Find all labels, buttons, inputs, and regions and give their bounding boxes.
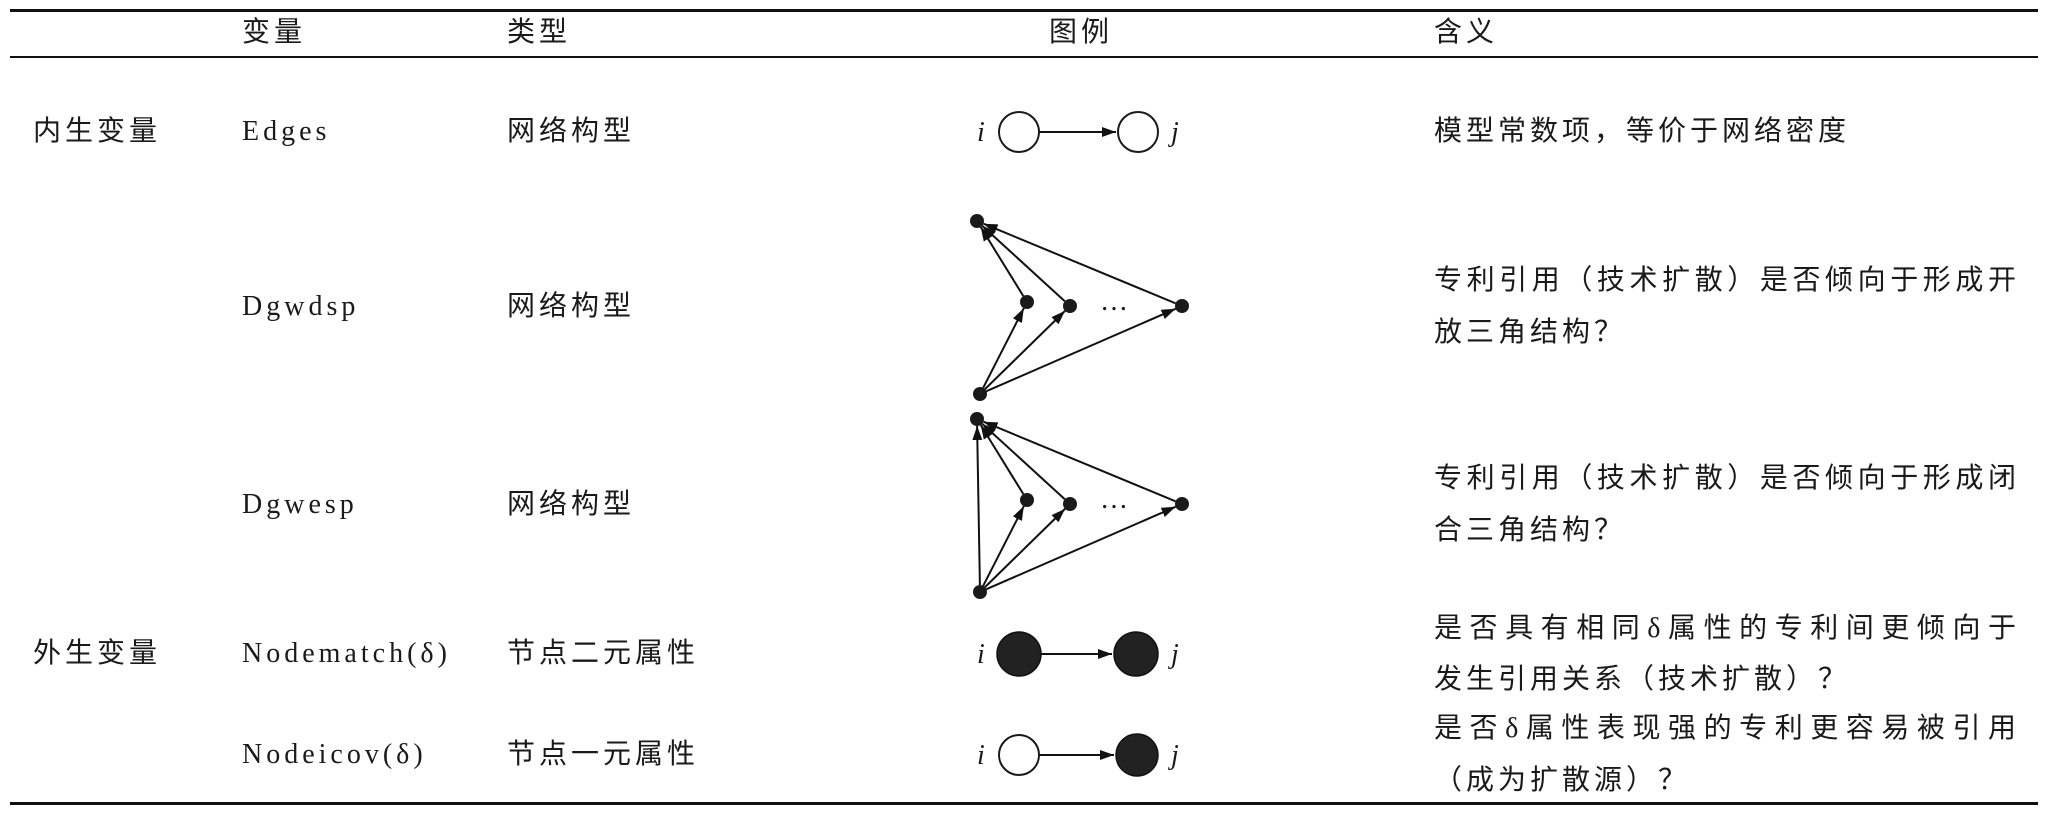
node-i-label: i <box>977 117 985 148</box>
edge-bottom-to-mid-1 <box>982 307 1025 389</box>
edge-mid-2-to-top <box>981 224 1066 303</box>
variable-meaning-line: 专利引用（技术扩散）是否倾向于形成开 <box>1434 265 2018 296</box>
node-i-filled <box>996 631 1042 677</box>
edge-bottom-to-right <box>986 505 1176 591</box>
variable-type: 节点一元属性 <box>507 739 700 770</box>
variable-meaning-line: 专利引用（技术扩散）是否倾向于形成闭 <box>1434 463 2018 494</box>
variable-type: 网络构型 <box>507 116 636 147</box>
node-top <box>970 214 984 228</box>
header-legend: 图例 <box>1049 17 1114 48</box>
header-meaning: 含义 <box>1434 17 1499 48</box>
node-i-label: i <box>977 639 985 670</box>
variable-name: Nodeicov(δ) <box>242 739 427 770</box>
node-right <box>1175 497 1189 511</box>
edge-mid-2-to-top <box>981 422 1066 501</box>
legend-diagram-edges: i j <box>977 111 1179 153</box>
variable-meaning-line: 放三角结构？ <box>1434 317 1627 348</box>
node-j-label: j <box>1168 639 1179 670</box>
edge-right-to-top <box>983 420 1176 503</box>
node-mid-1 <box>1020 493 1034 507</box>
edge-bottom-to-mid-2 <box>984 508 1066 588</box>
legend-diagram-dgwesp: … <box>970 412 1189 599</box>
table-bottom-rule <box>10 802 2038 805</box>
variable-type: 节点二元属性 <box>507 638 700 669</box>
table-header-rule <box>10 56 2038 58</box>
edge-right-to-top <box>983 222 1176 305</box>
variable-name: Dgwesp <box>242 489 358 520</box>
node-j-filled <box>1113 631 1159 677</box>
variable-meaning-line: 是否δ属性表现强的专利更容易被引用 <box>1434 713 2018 744</box>
edge-bottom-to-mid-2 <box>984 310 1066 390</box>
ellipsis-mark: … <box>1100 286 1128 317</box>
variable-name: Edges <box>242 116 331 147</box>
node-mid-2 <box>1063 299 1077 313</box>
node-i-open <box>998 734 1040 776</box>
node-i-label: i <box>977 740 985 771</box>
ellipsis-mark: … <box>1100 484 1128 515</box>
node-mid-1 <box>1020 295 1034 309</box>
legend-diagram-nodeicov: i j <box>977 733 1179 777</box>
node-j-open <box>1117 111 1159 153</box>
node-right <box>1175 299 1189 313</box>
variable-meaning-line: （成为扩散源）？ <box>1434 765 1691 796</box>
header-type: 类型 <box>507 17 572 48</box>
variable-meaning-line: 发生引用关系（技术扩散）？ <box>1434 664 1851 695</box>
variable-type: 网络构型 <box>507 291 636 322</box>
header-variable: 变量 <box>242 17 307 48</box>
node-j-filled <box>1115 733 1159 777</box>
variable-meaning-line: 合三角结构？ <box>1434 515 1627 546</box>
edge-bottom-to-top <box>972 425 983 586</box>
variable-name: Dgwdsp <box>242 291 360 322</box>
variable-type: 网络构型 <box>507 489 636 520</box>
node-top <box>970 412 984 426</box>
node-j-label: j <box>1168 740 1179 771</box>
row-group-label: 外生变量 <box>33 638 162 669</box>
row-group-label: 内生变量 <box>33 116 162 147</box>
legend-diagram-nodematch: i j <box>977 631 1179 677</box>
node-bottom <box>973 387 987 401</box>
node-bottom <box>973 585 987 599</box>
node-j-label: j <box>1168 117 1179 148</box>
node-i-open <box>998 111 1040 153</box>
legend-diagram-dgwdsp: … <box>970 214 1189 401</box>
node-mid-2 <box>1063 497 1077 511</box>
edge-bottom-to-mid-1 <box>982 505 1025 587</box>
variable-meaning-line: 是否具有相同δ属性的专利间更倾向于 <box>1434 613 2018 644</box>
variable-name: Nodematch(δ) <box>242 638 451 669</box>
table-top-rule <box>10 9 2038 12</box>
variable-meaning-line: 模型常数项，等价于网络密度 <box>1434 116 1851 147</box>
edge-bottom-to-right <box>986 307 1176 393</box>
